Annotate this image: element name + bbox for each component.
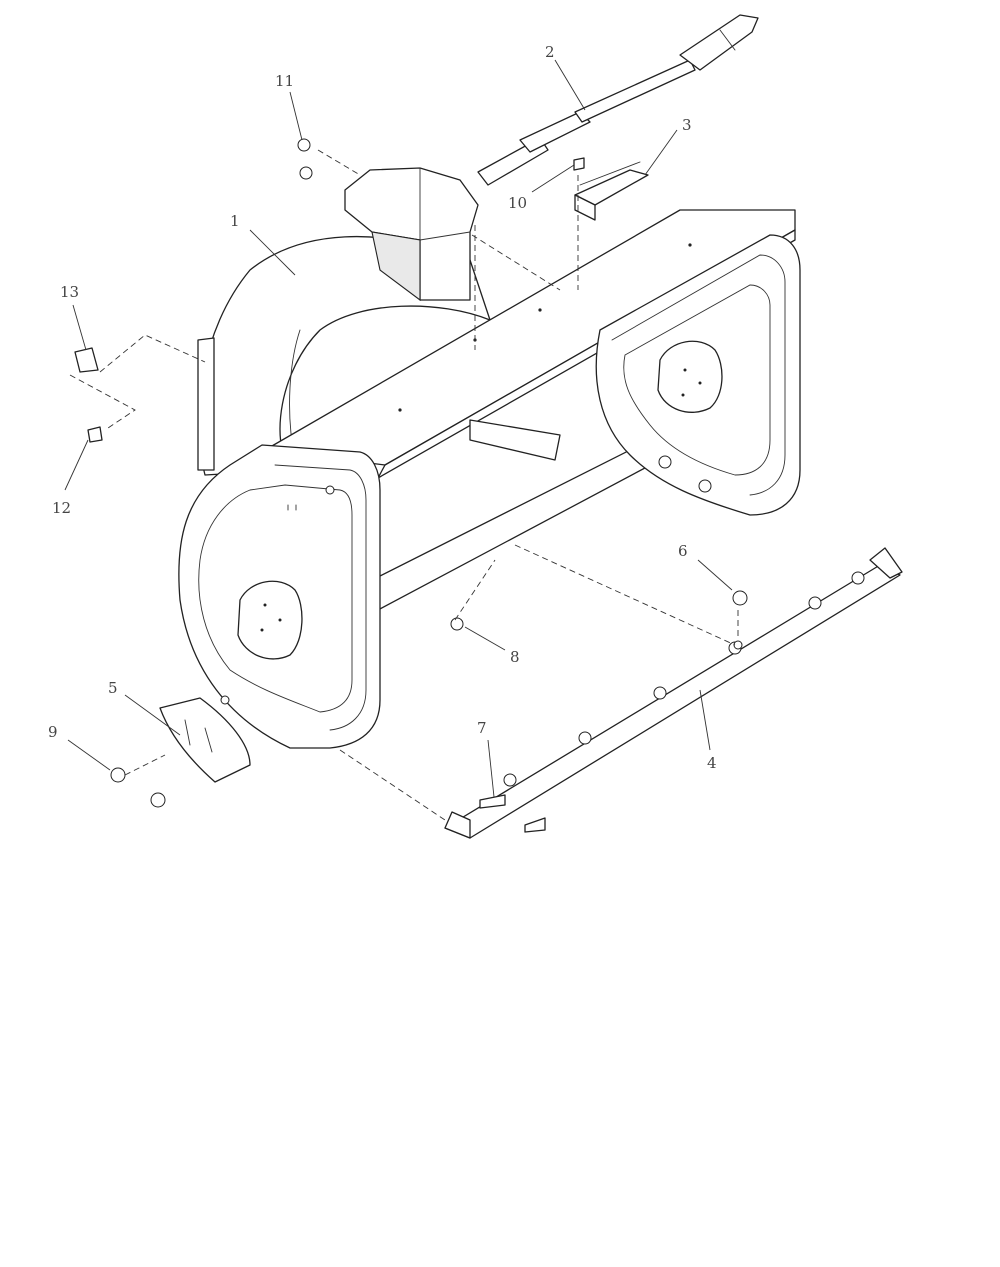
part-12-bolt — [87, 426, 103, 443]
chute-bracket — [574, 161, 649, 221]
left-side-plate — [178, 444, 381, 749]
part-13-clip — [74, 347, 99, 373]
callout-labels: 1 2 3 4 5 6 7 8 9 10 11 12 13 — [48, 43, 717, 772]
hardware — [74, 138, 748, 833]
auger-housing-drum — [198, 167, 491, 476]
callout-11: 11 — [275, 72, 294, 90]
scraper-bar — [444, 547, 903, 839]
assembly-lines — [69, 149, 739, 821]
part-6-nut — [732, 590, 748, 606]
callout-7: 7 — [477, 719, 487, 737]
right-side-plate — [595, 234, 801, 516]
callout-2: 2 — [545, 43, 555, 61]
callout-10: 10 — [508, 194, 527, 212]
callout-4: 4 — [707, 754, 717, 772]
chute-control-rod — [477, 14, 759, 186]
part-8-washer — [450, 617, 464, 631]
part-7-bolt — [479, 794, 506, 809]
callout-1: 1 — [230, 212, 240, 230]
part-11-bushing — [297, 138, 311, 152]
callout-6: 6 — [678, 542, 688, 560]
skid-shoe — [159, 697, 251, 783]
part-9-nut — [110, 767, 126, 783]
callout-8: 8 — [510, 648, 520, 666]
part-10-screw — [573, 157, 585, 171]
leader-lines — [64, 59, 733, 798]
callout-13: 13 — [60, 283, 79, 301]
callout-12: 12 — [52, 499, 71, 517]
callout-5: 5 — [108, 679, 118, 697]
callout-9: 9 — [48, 723, 58, 741]
callout-3: 3 — [682, 116, 692, 134]
